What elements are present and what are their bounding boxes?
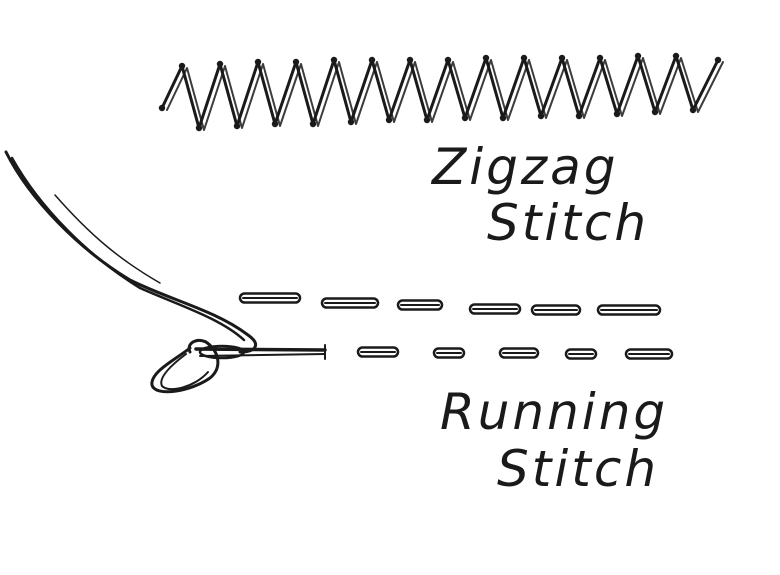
needle-and-thread xyxy=(4,150,327,394)
needle xyxy=(194,347,327,352)
zigzag-stitch-point xyxy=(596,54,604,62)
zigzag-stitch-point xyxy=(368,56,376,64)
zigzag-stitch-point xyxy=(385,116,393,124)
zigzag-stitch-point xyxy=(672,52,680,60)
running-stitch-dash xyxy=(498,347,540,359)
zigzag-stitch-point xyxy=(292,58,300,66)
zigzag-label-line-1: Zigzag xyxy=(432,138,619,196)
zigzag-stitch-point xyxy=(461,114,469,122)
running-stitch-dash xyxy=(396,299,444,311)
zigzag-stitch-point xyxy=(444,56,452,64)
running-stitch xyxy=(238,292,674,360)
running-stitch-dash xyxy=(596,304,662,316)
zigzag-stitch-point xyxy=(482,54,490,62)
running-label-line-2: Stitch xyxy=(497,440,660,498)
zigzag-stitch-point xyxy=(178,62,186,70)
zigzag-stitch-point xyxy=(423,116,431,124)
zigzag-stitch-point xyxy=(330,56,338,64)
zigzag-stitch-point xyxy=(254,58,262,66)
running-stitch-dash xyxy=(320,297,380,309)
running-stitch-dash xyxy=(238,292,302,304)
zigzag-stitch-point xyxy=(499,114,507,122)
zigzag-stitch-point xyxy=(651,108,659,116)
running-label-line-1: Running xyxy=(440,383,669,441)
zigzag-stitch-point xyxy=(558,54,566,62)
zigzag-stitch xyxy=(158,52,724,132)
running-stitch-dash xyxy=(432,347,466,359)
needle-eye xyxy=(198,344,246,360)
running-stitch-lower-row xyxy=(356,346,674,360)
zigzag-stitch-point xyxy=(158,104,166,112)
zigzag-stitch-point xyxy=(520,54,528,62)
zigzag-stitch-point xyxy=(216,60,224,68)
zigzag-stitch-point xyxy=(537,112,545,120)
zigzag-stitch-points xyxy=(158,52,722,132)
zigzag-stitch-point xyxy=(406,56,414,64)
running-stitch-dash xyxy=(624,348,674,360)
zigzag-stitch-stroke xyxy=(166,57,724,131)
zigzag-stitch-point xyxy=(613,110,621,118)
zigzag-stitch-point xyxy=(347,118,355,126)
thread-strand xyxy=(4,150,258,354)
zigzag-stitch-point xyxy=(271,120,279,128)
thread-loop xyxy=(160,353,209,391)
running-stitch-dash xyxy=(356,346,400,358)
running-stitch-upper-row xyxy=(238,292,662,316)
zigzag-stitch-point xyxy=(233,122,241,130)
zigzag-stitch-point xyxy=(689,106,697,114)
zigzag-stitch-point xyxy=(575,112,583,120)
zigzag-stitch-point xyxy=(634,52,642,60)
thread-strand xyxy=(54,194,161,284)
thread-loop xyxy=(150,338,220,394)
zigzag-stitch-stroke xyxy=(160,54,720,130)
running-stitch-dash xyxy=(530,304,582,316)
zigzag-stitch-point xyxy=(309,120,317,128)
running-stitch-dash xyxy=(468,303,522,315)
zigzag-stitch-point xyxy=(195,124,203,132)
running-stitch-dash xyxy=(564,348,598,360)
zigzag-stitch-point xyxy=(714,56,722,64)
thread-strand xyxy=(10,156,246,342)
needle xyxy=(199,353,326,357)
zigzag-label-line-2: Stitch xyxy=(487,194,650,252)
